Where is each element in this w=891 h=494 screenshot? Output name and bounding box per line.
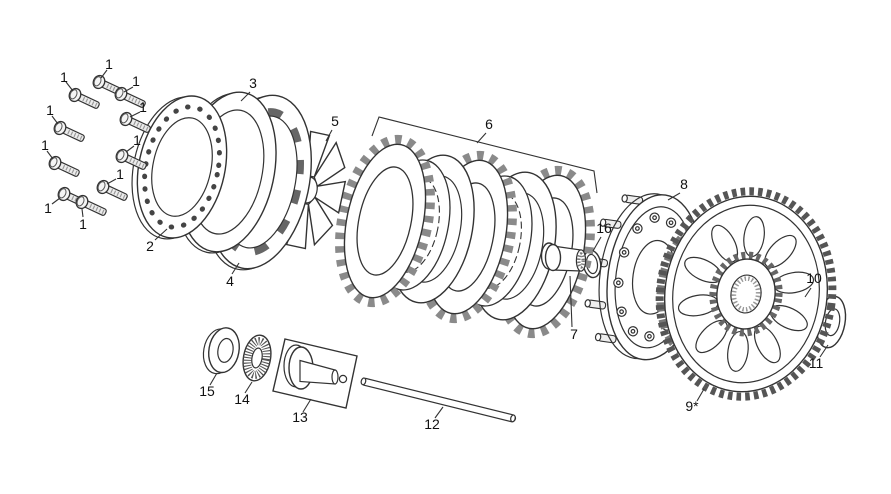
part-label-6: 6	[485, 116, 493, 132]
part-label-1: 1	[79, 216, 87, 232]
part-label-3: 3	[249, 75, 257, 91]
part-label-11: 11	[809, 355, 824, 371]
part-label-8: 8	[680, 176, 688, 192]
part-label-2: 2	[146, 238, 154, 254]
thrust-washer-15	[202, 327, 240, 375]
part-label-1: 1	[60, 69, 68, 85]
part-label-7: 7	[570, 326, 578, 342]
part-label-13: 13	[292, 409, 308, 425]
part-label-1: 1	[133, 132, 141, 148]
hub-holes	[613, 212, 688, 342]
part-label-12: 12	[424, 416, 440, 432]
part-label-4: 4	[226, 273, 234, 289]
part-label-1: 1	[132, 73, 140, 89]
part-label-14: 14	[234, 391, 250, 407]
part-label-1: 1	[105, 56, 113, 72]
sleeve-spacer-7	[540, 242, 587, 272]
perforated-ring-2	[131, 95, 228, 240]
gear-center-boss	[709, 251, 783, 337]
push-rod-12	[360, 377, 517, 423]
part-label-1: 1	[44, 200, 52, 216]
part-label-10: 10	[806, 270, 822, 286]
part-label-1: 1	[116, 166, 124, 182]
thrust-bearing-14	[242, 334, 272, 382]
part-label-5: 5	[331, 113, 339, 129]
part-label-9: 9*	[685, 398, 699, 414]
part-labels: 1 1 1 1 1 1 1 1 1 1 2 3 4 5 6 7 8 9* 10 …	[41, 56, 823, 432]
part-label-1: 1	[46, 102, 54, 118]
o-ring-16	[582, 249, 602, 279]
part-label-1: 1	[41, 137, 49, 153]
gear-spoke-cutouts	[677, 216, 815, 372]
bolt	[95, 179, 129, 204]
group-bracket-6	[371, 116, 598, 194]
primary-gear-9	[655, 187, 837, 401]
lifter-piece-13	[272, 338, 358, 409]
part-label-15: 15	[199, 383, 215, 399]
part-label-1: 1	[139, 99, 147, 115]
part-label-16: 16	[596, 220, 612, 236]
leader-lines	[46, 69, 829, 419]
